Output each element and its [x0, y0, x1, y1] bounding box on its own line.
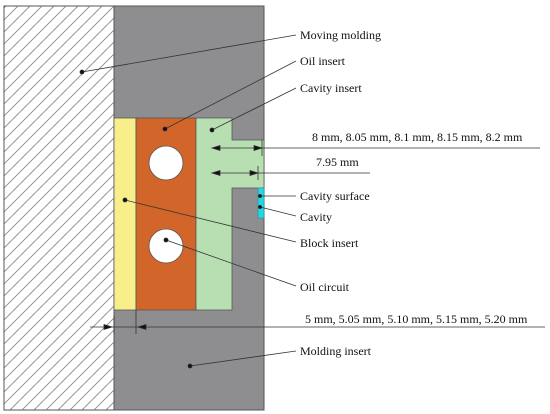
label-block-insert: Block insert — [300, 236, 359, 250]
label-gap-mid: 7.95 mm — [316, 155, 359, 169]
label-oil-circuit: Oil circuit — [300, 280, 350, 294]
label-cavity-surface: Cavity surface — [300, 189, 370, 203]
oil-circuit-upper — [148, 145, 184, 181]
label-cavity: Cavity — [300, 210, 332, 224]
label-molding-insert: Molding insert — [300, 344, 372, 358]
moving-molding-region — [3, 5, 115, 411]
label-gap-bottom: 5 mm, 5.05 mm, 5.10 mm, 5.15 mm, 5.20 mm — [305, 312, 528, 326]
oil-circuit-lower — [148, 228, 184, 264]
cavity-region — [257, 187, 265, 219]
label-gap-top: 8 mm, 8.05 mm, 8.1 mm, 8.15 mm, 8.2 mm — [312, 130, 523, 144]
label-cavity-insert: Cavity insert — [300, 81, 362, 95]
block-insert-region — [113, 117, 137, 311]
label-oil-insert: Oil insert — [300, 54, 346, 68]
label-moving-molding: Moving molding — [300, 28, 381, 42]
